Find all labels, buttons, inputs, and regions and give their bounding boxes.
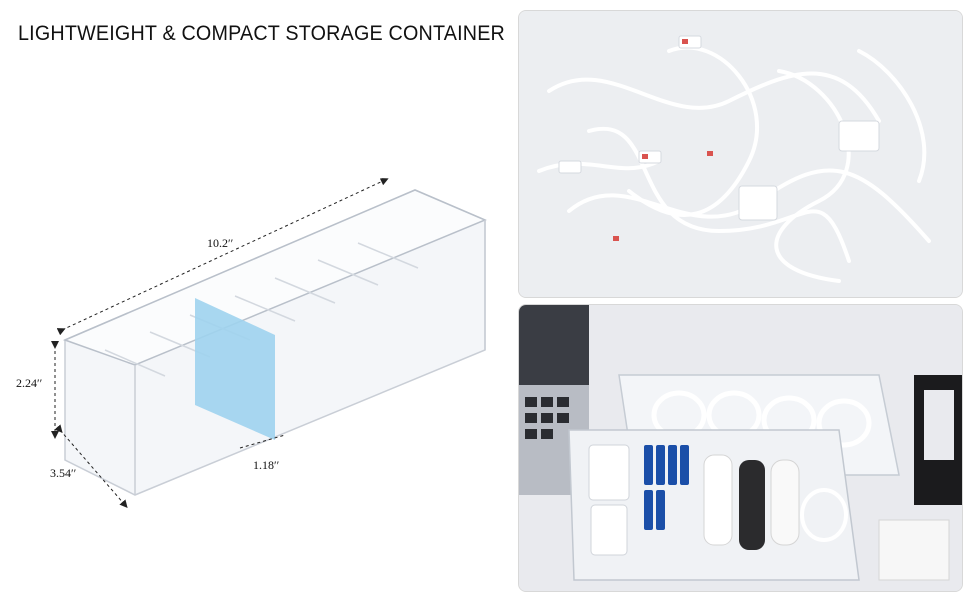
container-diagram: 10.2′′ 2.24′′ 3.54′′ 1.18′′	[0, 150, 510, 530]
usb-cables-icon	[519, 11, 962, 297]
cables-photo	[518, 10, 963, 298]
height-label: 2.24′′	[16, 376, 43, 390]
width-label: 3.54′′	[50, 466, 77, 480]
container-drawing	[51, 178, 487, 509]
filled-organizer-icon	[519, 305, 962, 591]
headline: LIGHTWEIGHT & COMPACT STORAGE CONTAINER	[18, 22, 505, 45]
divider-label: 1.18′′	[253, 458, 280, 472]
length-label: 10.2′′	[207, 236, 234, 250]
organizer-photo	[518, 304, 963, 592]
